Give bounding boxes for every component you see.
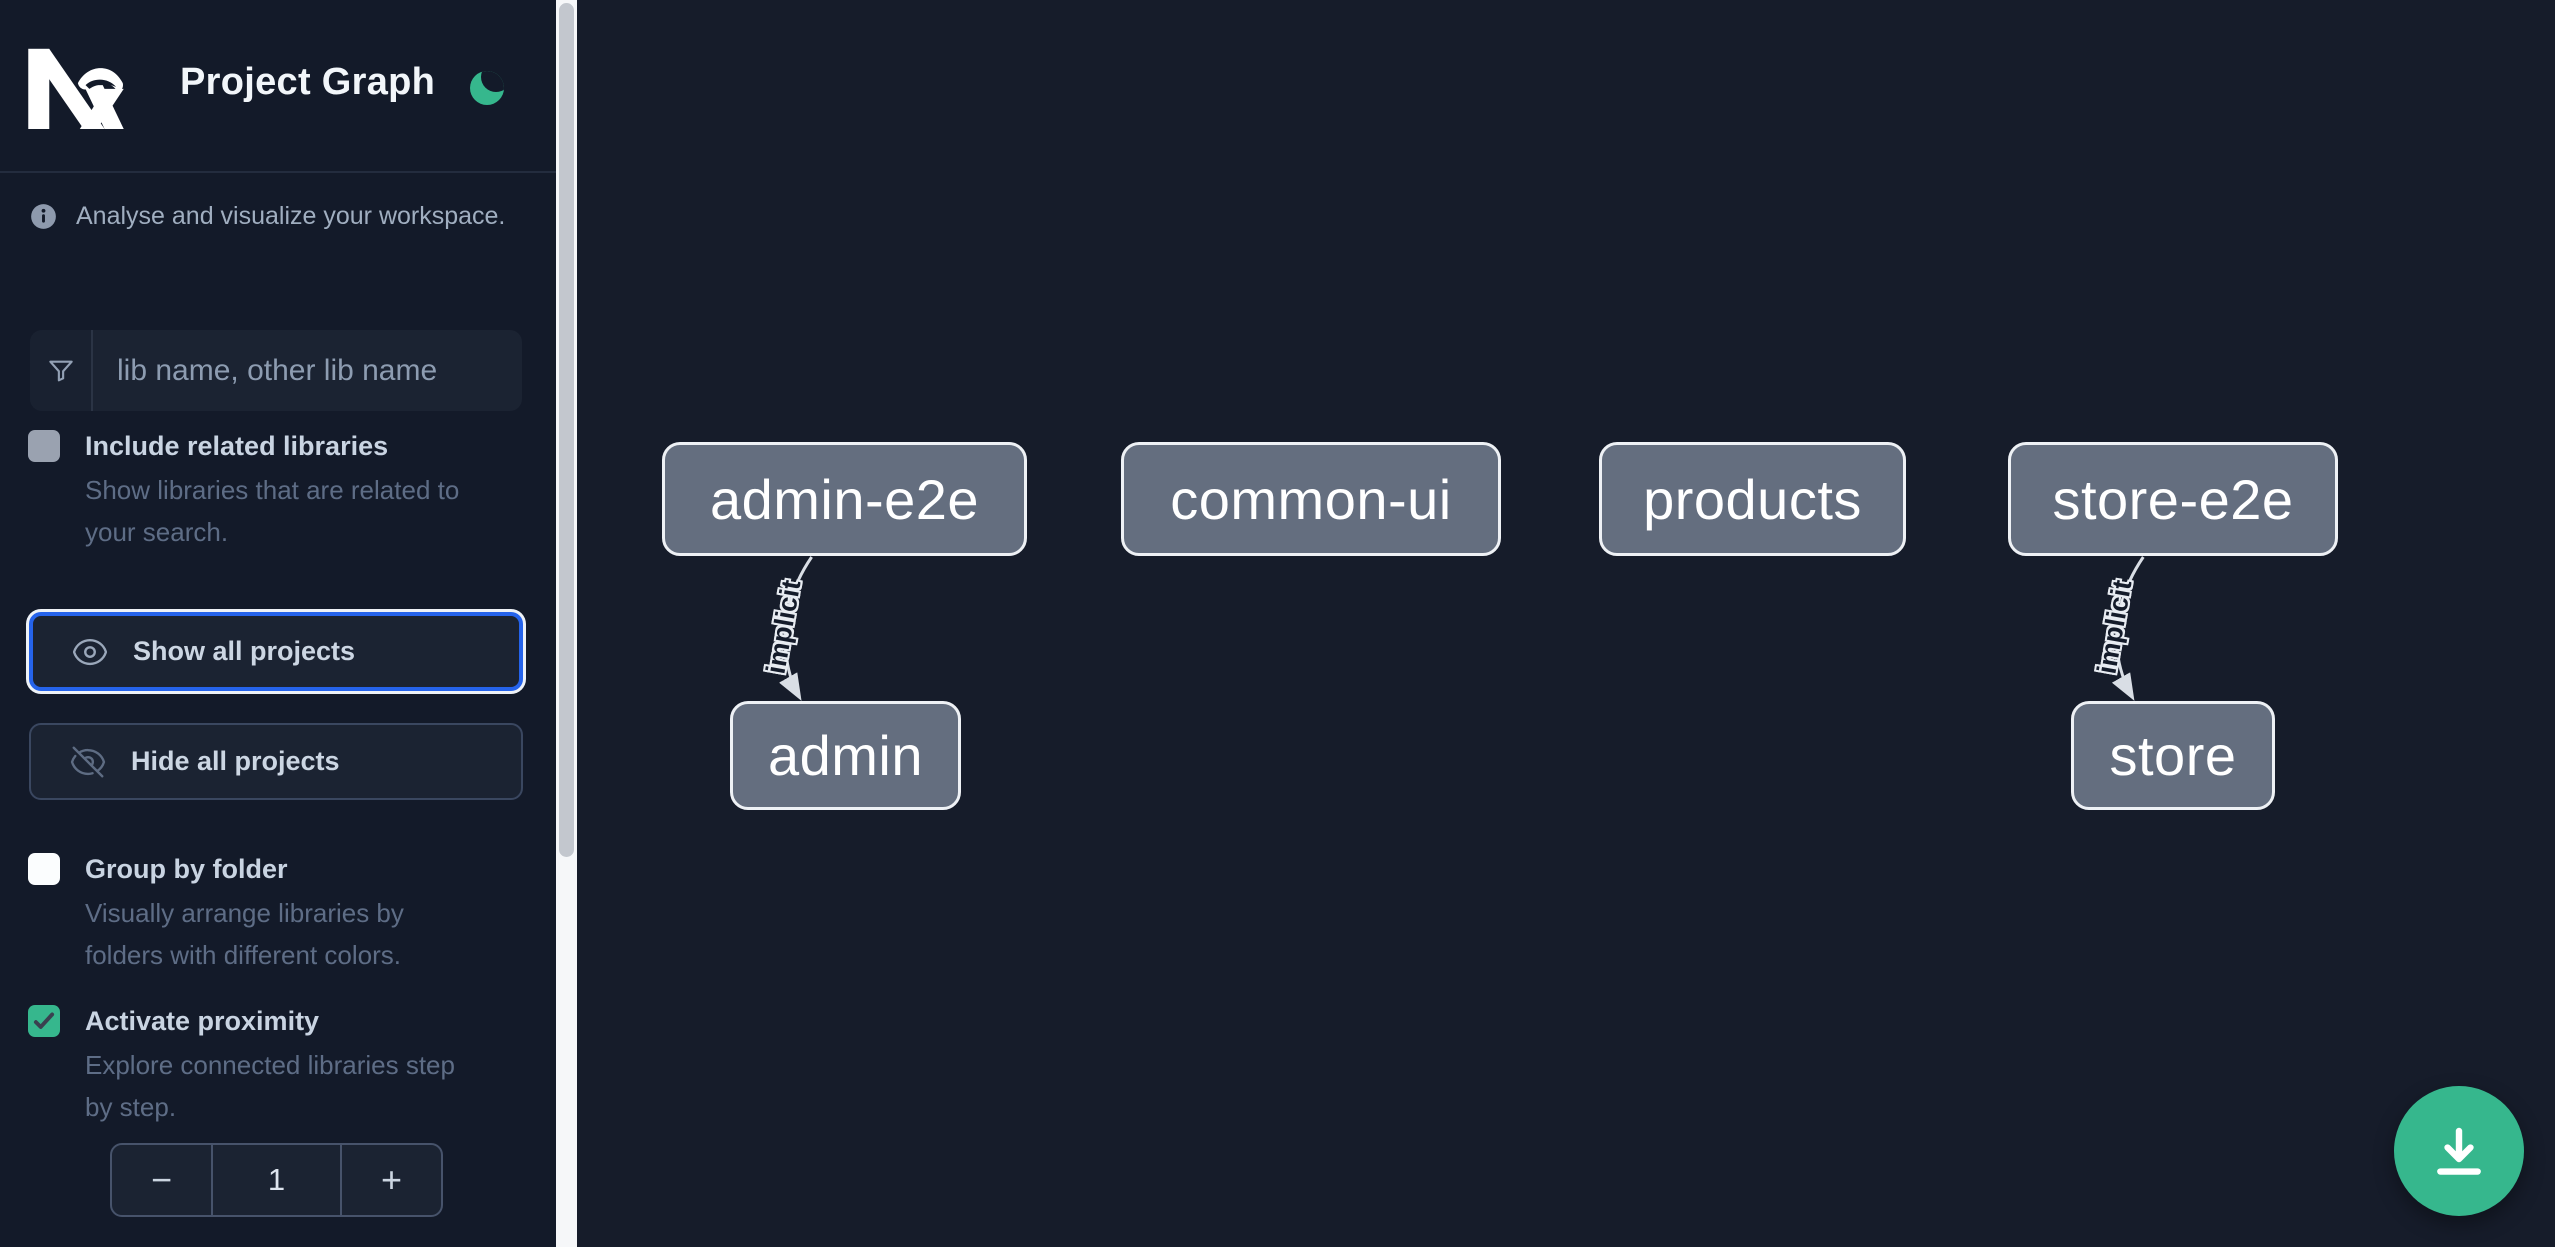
include-related-row: Include related libraries Show libraries… <box>28 428 528 553</box>
funnel-icon <box>30 330 93 411</box>
activate-proximity-checkbox[interactable] <box>28 1005 60 1037</box>
nx-logo <box>28 48 124 129</box>
graph-node-store-e2e[interactable]: store-e2e <box>2008 442 2338 556</box>
show-all-projects-label: Show all projects <box>133 636 356 666</box>
activate-proximity-row: Activate proximity Explore connected lib… <box>28 1003 528 1128</box>
graph-node-admin-e2e[interactable]: admin-e2e <box>662 442 1027 556</box>
group-by-folder-label: Group by folder <box>85 854 288 884</box>
hide-all-projects-label: Hide all projects <box>131 746 340 776</box>
graph-node-common-ui[interactable]: common-ui <box>1121 442 1501 556</box>
download-icon <box>2437 1127 2481 1175</box>
proximity-stepper: − 1 + <box>110 1143 443 1217</box>
page-title: Project Graph <box>180 61 436 103</box>
activate-proximity-description: Explore connected libraries step by step… <box>85 1050 455 1122</box>
sidebar: Project Graph Analyse and visualize your… <box>0 0 556 1247</box>
tagline-text: Analyse and visualize your workspace. <box>76 202 506 230</box>
graph-node-admin[interactable]: admin <box>730 701 961 810</box>
download-graph-button[interactable] <box>2394 1086 2524 1216</box>
show-all-projects-button[interactable]: Show all projects <box>29 612 523 691</box>
activate-proximity-label: Activate proximity <box>85 1006 320 1036</box>
hide-all-projects-button[interactable]: Hide all projects <box>29 723 523 800</box>
edge-store-e2e-store[interactable] <box>2111 556 2145 701</box>
check-icon <box>33 1012 55 1029</box>
app-header: Project Graph <box>0 0 556 173</box>
sidebar-scrollbar-thumb[interactable] <box>559 3 574 857</box>
workspace-tagline-row: Analyse and visualize your workspace. <box>30 202 505 231</box>
eye-icon <box>72 638 108 665</box>
include-related-checkbox[interactable] <box>28 430 60 462</box>
graph-node-store[interactable]: store <box>2071 701 2275 810</box>
group-by-folder-checkbox[interactable] <box>28 853 60 885</box>
info-icon <box>31 204 56 229</box>
edge-admin-e2e-admin[interactable] <box>779 556 813 701</box>
include-related-description: Show libraries that are related to your … <box>85 475 460 547</box>
moon-icon <box>470 71 504 105</box>
include-related-label: Include related libraries <box>85 431 389 461</box>
proximity-decrement-button[interactable]: − <box>112 1145 211 1215</box>
eye-slash-icon <box>70 746 106 777</box>
filter-input[interactable] <box>93 330 522 411</box>
graph-node-products[interactable]: products <box>1599 442 1906 556</box>
sidebar-scrollbar <box>556 0 577 1247</box>
theme-toggle-button[interactable] <box>462 63 512 113</box>
filter-input-group <box>30 330 522 411</box>
group-by-folder-description: Visually arrange libraries by folders wi… <box>85 898 404 970</box>
proximity-value: 1 <box>211 1145 342 1215</box>
group-by-folder-row: Group by folder Visually arrange librari… <box>28 851 528 976</box>
proximity-increment-button[interactable]: + <box>342 1145 441 1215</box>
